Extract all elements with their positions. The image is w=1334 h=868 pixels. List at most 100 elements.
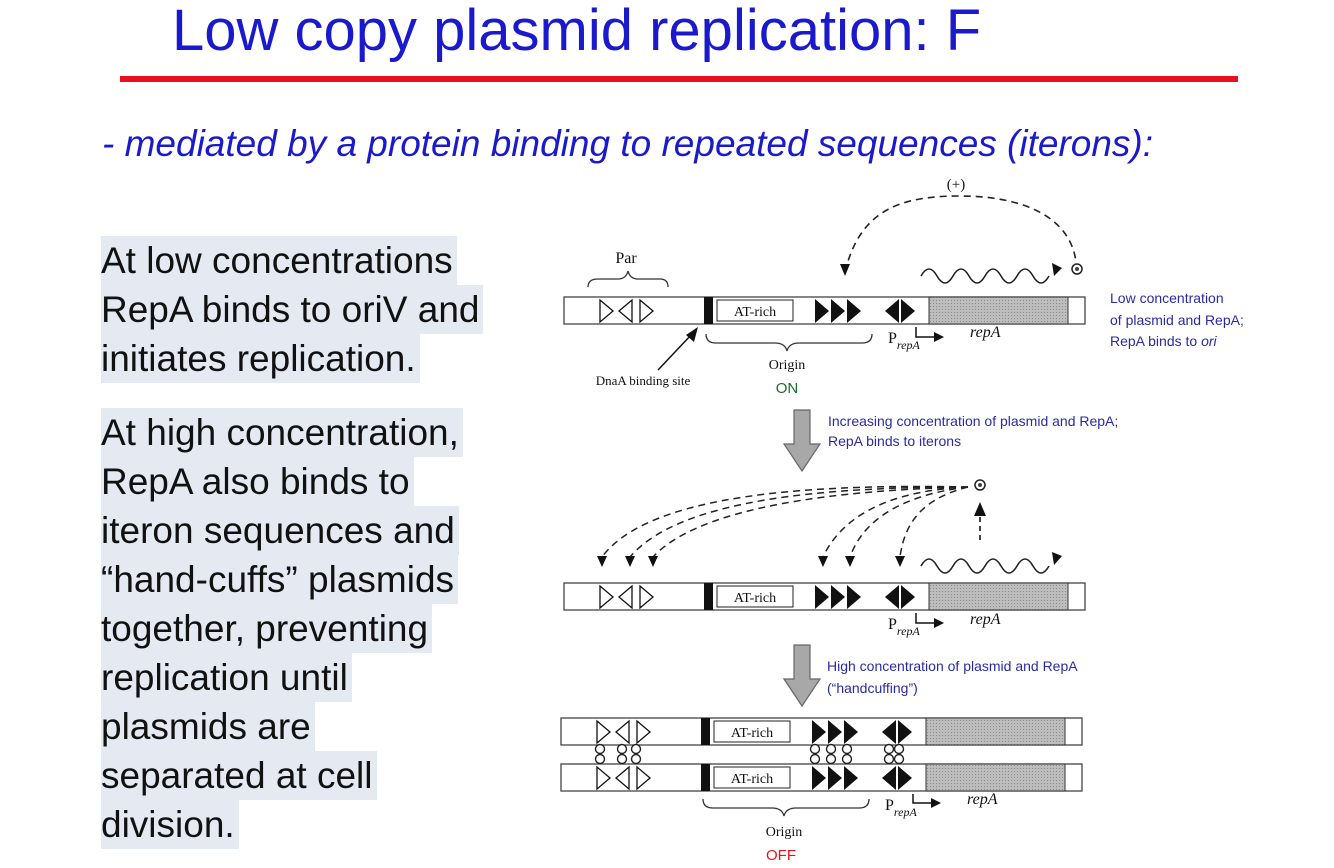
- iteron: [847, 299, 861, 323]
- dnaa-box: [701, 764, 710, 791]
- origin-bracket: [705, 333, 873, 352]
- arrowhead: [895, 556, 905, 567]
- positive-label: (+): [947, 177, 965, 193]
- paragraph-line: division.: [101, 800, 239, 849]
- par-repeat-right: [639, 584, 655, 610]
- paragraph-line: separated at cell: [101, 751, 377, 800]
- promoter-label: PrepA: [885, 797, 917, 819]
- arrowhead: [648, 556, 658, 567]
- promoter-arrow: [912, 794, 933, 804]
- iteron: [898, 720, 912, 744]
- down-arrow: [782, 409, 822, 473]
- par-repeat-right: [596, 765, 612, 791]
- arrowhead: [818, 556, 828, 567]
- origin-bracket: [702, 798, 870, 817]
- iteron: [828, 720, 842, 744]
- arrowhead: [974, 502, 986, 516]
- at-rich-box: [713, 766, 791, 789]
- promoter-arrow: [915, 327, 936, 338]
- at-rich-label: AT-rich: [731, 726, 773, 741]
- par-repeat-right: [636, 765, 652, 791]
- dnaa-box: [704, 297, 713, 324]
- dnaa-box: [704, 583, 713, 610]
- repa-label: repA: [970, 324, 1001, 341]
- note-low-line: of plasmid and RepA;: [1110, 312, 1244, 328]
- inhibition-arcs: [601, 485, 969, 558]
- par-label: Par: [615, 250, 637, 267]
- arrowhead: [1052, 552, 1062, 565]
- note-increasing-line: Increasing concentration of plasmid and …: [828, 413, 1118, 429]
- at-rich-box: [713, 720, 791, 743]
- repa-label: repA: [970, 611, 1001, 628]
- promoter-label: PrepA: [888, 330, 920, 352]
- par-bracket: [587, 270, 669, 288]
- par-repeat-left: [614, 765, 630, 791]
- par-repeat-right: [639, 298, 655, 324]
- paragraph-low-concentration: At low concentrations RepA binds to oriV…: [101, 236, 484, 383]
- iteron: [844, 766, 858, 790]
- iteron: [847, 585, 861, 609]
- plasmid-panel-iteron-binding: AT-rich PrepA repA: [563, 479, 1086, 638]
- note-low-line: Low concentration: [1110, 290, 1224, 306]
- repa-gene: [925, 763, 1066, 792]
- positive-feedback-arc: [844, 195, 1077, 273]
- at-rich-label: AT-rich: [734, 305, 776, 320]
- paragraph-line: replication until: [101, 653, 352, 702]
- arrowhead: [840, 264, 850, 276]
- paragraph-line: At low concentrations: [101, 236, 457, 285]
- down-arrow: [782, 644, 822, 708]
- repa-gene: [928, 582, 1069, 611]
- repa-gene: [928, 296, 1069, 325]
- plasmid-panel-off: AT-rich AT-rich: [560, 717, 1083, 864]
- paragraph-line: together, preventing: [101, 604, 433, 653]
- origin-label: Origin: [769, 358, 806, 373]
- dnaa-pointer: [657, 333, 693, 371]
- note-handcuffing-line: (“handcuffing”): [827, 680, 918, 696]
- arrowhead: [597, 556, 607, 567]
- paragraph-line: iteron sequences and: [101, 506, 459, 555]
- repa-protein-core: [978, 483, 982, 487]
- iteron: [831, 585, 845, 609]
- iteron: [812, 720, 826, 744]
- at-rich-label: AT-rich: [734, 591, 776, 606]
- repa-mrna-wave: [920, 558, 1050, 574]
- dnaa-box: [701, 718, 710, 745]
- par-repeat-left: [617, 298, 633, 324]
- iteron: [901, 585, 915, 609]
- iteron: [815, 299, 829, 323]
- arrowhead: [686, 327, 698, 342]
- par-repeat-left: [614, 719, 630, 745]
- title-underline: [120, 76, 1238, 82]
- repa-label: repA: [967, 791, 998, 808]
- transition-arrow-handcuffing: High concentration of plasmid and RepA (…: [782, 644, 1078, 708]
- iteron: [898, 766, 912, 790]
- repa-mrna-wave: [920, 268, 1050, 284]
- par-repeat-left: [617, 584, 633, 610]
- iteron: [828, 766, 842, 790]
- iteron-inverted: [885, 585, 899, 609]
- state-on: ON: [776, 380, 799, 397]
- plasmid-panel-on: (+) Par AT-rich PrepA repA Origin ON Dna…: [563, 177, 1244, 397]
- dnaa-label: DnaA binding site: [596, 373, 691, 388]
- transition-arrow-increasing: Increasing concentration of plasmid and …: [782, 409, 1118, 473]
- paragraph-high-concentration: At high concentration, RepA also binds t…: [101, 408, 463, 849]
- state-off: OFF: [766, 847, 796, 864]
- at-rich-label: AT-rich: [731, 772, 773, 787]
- paragraph-line: “hand-cuffs” plasmids: [101, 555, 459, 604]
- paragraph-line: initiates replication.: [101, 334, 420, 383]
- paragraph-line: At high concentration,: [101, 408, 463, 457]
- par-repeat-right: [596, 719, 612, 745]
- paragraph-line: RepA also binds to: [101, 457, 414, 506]
- iteron-inverted: [882, 766, 896, 790]
- origin-label: Origin: [766, 825, 803, 840]
- paragraph-line: plasmids are: [101, 702, 315, 751]
- arrowhead: [845, 556, 855, 567]
- par-repeat-right: [599, 584, 615, 610]
- par-repeat-right: [636, 719, 652, 745]
- iteron: [812, 766, 826, 790]
- arrowhead: [1052, 263, 1062, 276]
- iteron: [844, 720, 858, 744]
- iteron: [901, 299, 915, 323]
- note-low-line: RepA binds to ori: [1110, 333, 1218, 349]
